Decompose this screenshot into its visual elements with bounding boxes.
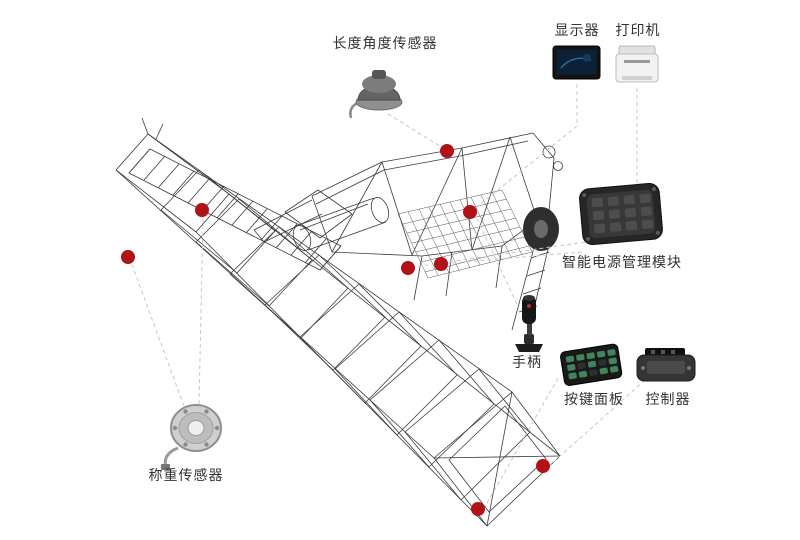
marker-dot xyxy=(195,203,209,217)
cable-drum xyxy=(523,207,559,251)
joystick-image xyxy=(515,295,543,352)
power-module-image xyxy=(579,182,663,246)
keypad-image xyxy=(560,343,623,386)
printer-image xyxy=(615,45,659,83)
label-length-angle-sensor: 长度角度传感器 xyxy=(332,36,438,52)
marker-dot xyxy=(401,261,415,275)
marker-dot xyxy=(536,459,550,473)
marker-dot xyxy=(463,205,477,219)
mesh-platform xyxy=(397,189,533,279)
length-angle-sensor-image xyxy=(349,70,403,119)
marker-dot xyxy=(440,144,454,158)
display-image xyxy=(552,45,601,80)
load-cell-image xyxy=(161,404,222,470)
connector-lines xyxy=(130,84,646,506)
label-display: 显示器 xyxy=(554,23,600,39)
label-printer: 打印机 xyxy=(615,23,661,39)
sensor-marker-dots xyxy=(121,144,550,516)
marker-dot xyxy=(471,502,485,516)
label-handle: 手柄 xyxy=(512,355,542,371)
label-load-cell: 称重传感器 xyxy=(148,468,224,484)
marker-dot xyxy=(434,257,448,271)
label-controller: 控制器 xyxy=(645,392,691,408)
label-keypad: 按键面板 xyxy=(564,392,624,408)
controller-image xyxy=(636,348,696,382)
marker-dot xyxy=(121,250,135,264)
crane-wireframe xyxy=(115,117,563,527)
label-power-module: 智能电源管理模块 xyxy=(562,255,682,271)
